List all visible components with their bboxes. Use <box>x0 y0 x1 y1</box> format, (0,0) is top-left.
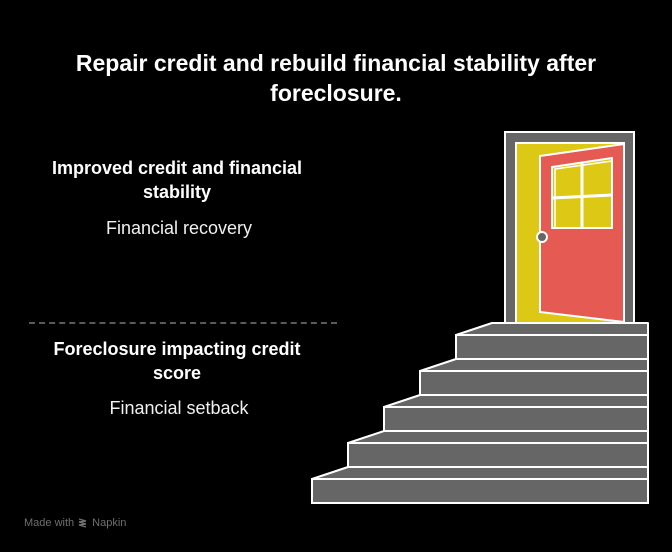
stair-riser <box>347 442 649 468</box>
made-with-label: Made with <box>24 517 75 529</box>
section-heading-bottom: Foreclosure impacting credit score <box>53 339 301 383</box>
open-door-icon <box>504 131 635 325</box>
door-window-inner-frame <box>554 160 613 228</box>
stair-riser <box>311 478 649 504</box>
page-title: Repair credit and rebuild financial stab… <box>75 50 597 106</box>
napkin-brand: Napkin <box>92 517 127 529</box>
door-knob <box>536 231 548 243</box>
footer: Made with Napkin <box>24 517 126 529</box>
section-heading-top: Improved credit and financial stability <box>51 158 303 202</box>
stair-tread <box>311 466 649 480</box>
section-subtitle-bottom: Financial setback <box>109 398 249 418</box>
stair-tread <box>383 394 649 408</box>
stair-tread <box>455 322 649 336</box>
stair-tread <box>419 358 649 372</box>
stair-riser <box>419 370 649 396</box>
door-window-transom <box>551 193 613 200</box>
stair-riser <box>383 406 649 432</box>
section-divider <box>29 322 337 324</box>
staircase-icon <box>311 322 649 504</box>
section-subtitle-top: Financial recovery <box>105 218 253 238</box>
stair-riser <box>455 334 649 360</box>
napkin-logo-icon <box>78 517 87 528</box>
stair-tread <box>347 430 649 444</box>
